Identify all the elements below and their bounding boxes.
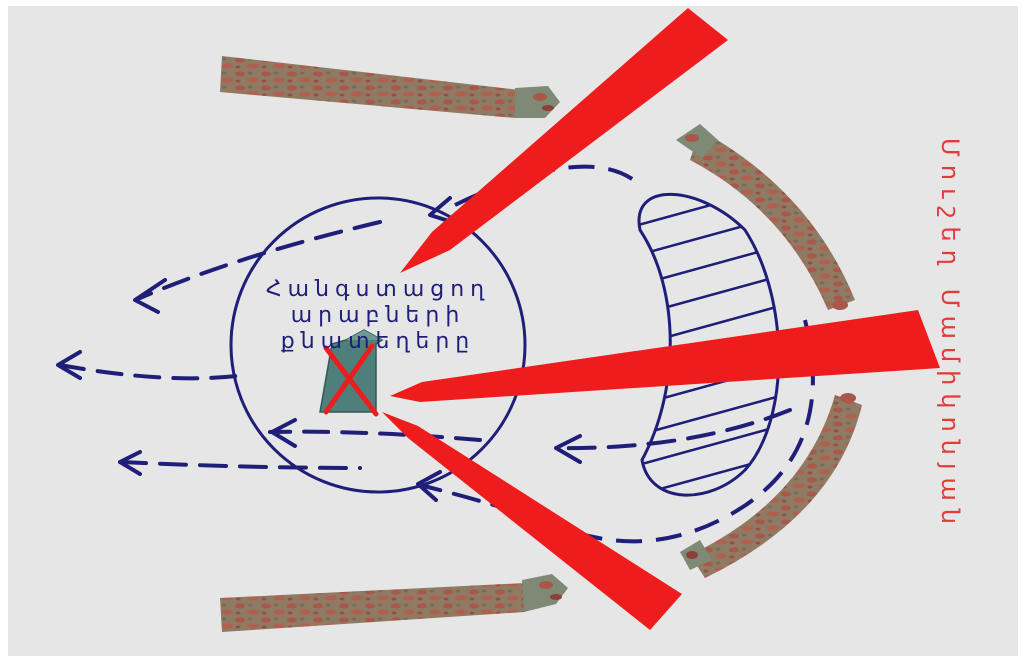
zone-caption-line-3: քնատեղերը — [281, 329, 476, 354]
zone-caption-line-1: Հանգստացող — [266, 277, 490, 302]
zone-caption: Հանգստացող արաբների քնատեղերը — [266, 277, 490, 354]
side-caption: Մուշեղ Մամիկոնյան — [936, 138, 964, 532]
zone-caption-line-2: արաբների — [291, 303, 466, 328]
